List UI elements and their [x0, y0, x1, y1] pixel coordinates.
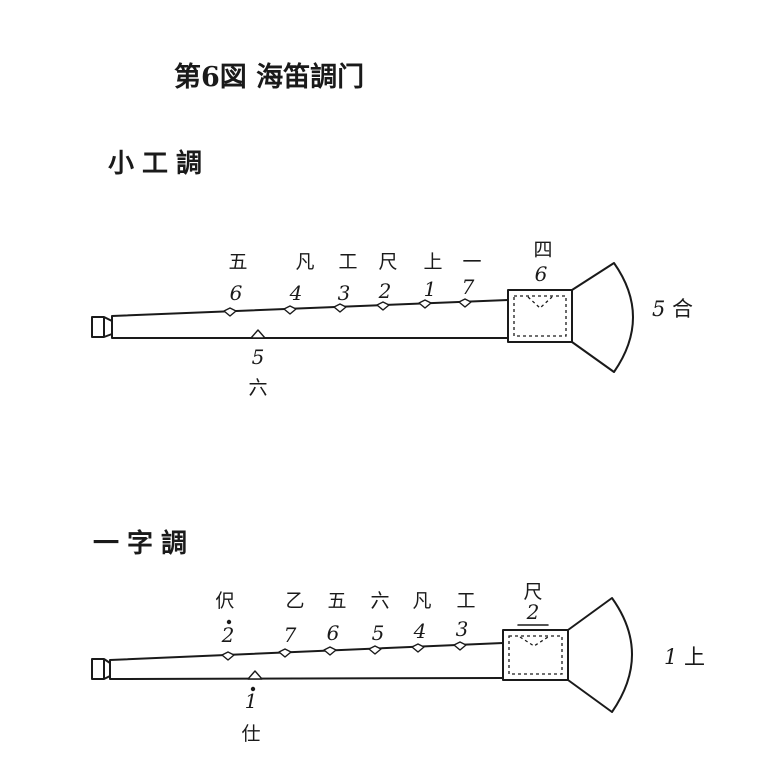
high-octave-dot	[226, 619, 232, 625]
numeral-label: 2	[378, 279, 392, 303]
finger-hole	[453, 641, 467, 651]
gongche-label: 五	[327, 590, 346, 612]
numeral-label: 6	[230, 281, 243, 305]
gongche-label: 尺	[523, 581, 542, 603]
finger-hole	[418, 299, 432, 309]
upper-note-labels: 五 6 凡 4 工 3 尺 2 上 1 一 7 四 6	[228, 239, 552, 305]
gongche-label: 凡	[295, 251, 314, 273]
haidi-instrument	[91, 262, 634, 373]
thumb-hole-gongche: 仕	[241, 723, 260, 745]
figure-title: 第6図 海笛調门	[174, 61, 364, 93]
numeral-label: 7	[462, 275, 475, 299]
instrument-body	[109, 642, 504, 680]
bell	[567, 597, 633, 713]
numeral-label: 4	[289, 281, 303, 305]
gongche-label: 尺	[378, 251, 397, 273]
side-numeral: 1	[664, 645, 677, 669]
gongche-label: 四	[533, 239, 552, 261]
finger-hole	[411, 643, 425, 653]
thumb-hole-numeral: 5	[252, 345, 265, 369]
finger-hole	[283, 305, 297, 315]
side-gongche: 上	[684, 645, 705, 669]
numeral-label: 2	[526, 600, 540, 624]
side-numeral: 5	[652, 297, 665, 321]
numeral-label: 3	[338, 281, 351, 305]
gongche-label: 上	[423, 251, 442, 273]
thumb-hole-numeral: 1	[245, 689, 258, 713]
numeral-label: 6	[535, 262, 548, 286]
section-yizi-mode: 一字調 伬 2 乙 7 五 6 六 5 凡 4 工 3 尺 2	[91, 528, 705, 745]
side-gongche: 合	[672, 297, 693, 321]
gongche-label: 伬	[215, 590, 234, 612]
finger-hole	[368, 645, 382, 655]
gongche-label: 工	[456, 590, 475, 612]
gongche-label: 一	[462, 251, 481, 273]
instrument-body	[111, 299, 509, 339]
inner-dashed-outline	[508, 635, 563, 675]
finger-hole	[278, 648, 292, 658]
numeral-label: 2	[221, 623, 235, 647]
upper-note-labels: 伬 2 乙 7 五 6 六 5 凡 4 工 3 尺 2	[215, 581, 549, 647]
numeral-label: 1	[424, 277, 437, 301]
numeral-label: 7	[284, 623, 297, 647]
finger-hole	[458, 298, 472, 308]
finger-hole	[223, 307, 237, 317]
numeral-label: 5	[372, 621, 385, 645]
high-octave-dot	[250, 686, 256, 692]
finger-hole	[333, 303, 347, 313]
finger-hole	[376, 301, 390, 311]
haidi-instrument	[91, 597, 633, 713]
finger-hole	[221, 651, 235, 661]
gongche-label: 凡	[412, 590, 431, 612]
pirouette-block	[502, 629, 569, 681]
finger-hole	[323, 646, 337, 656]
inner-dashed-outline	[513, 295, 567, 337]
section-title: 小工調	[108, 148, 210, 179]
gongche-label: 六	[370, 590, 389, 612]
section-title: 一字調	[93, 528, 195, 559]
numeral-label: 6	[327, 621, 340, 645]
gongche-label: 五	[228, 251, 247, 273]
numeral-label: 4	[413, 619, 427, 643]
thumb-hole-gongche: 六	[248, 377, 267, 399]
gongche-label: 乙	[285, 590, 304, 612]
gongche-label: 工	[338, 251, 357, 273]
thumb-hole	[247, 670, 263, 680]
numeral-label: 3	[456, 617, 469, 641]
section-xiaogong-mode: 小工調 五 6 凡 4 工 3 尺 2 上 1 一 7 四 6	[91, 148, 693, 399]
pirouette-block	[507, 289, 573, 343]
bell	[571, 262, 634, 373]
thumb-hole	[250, 329, 266, 339]
